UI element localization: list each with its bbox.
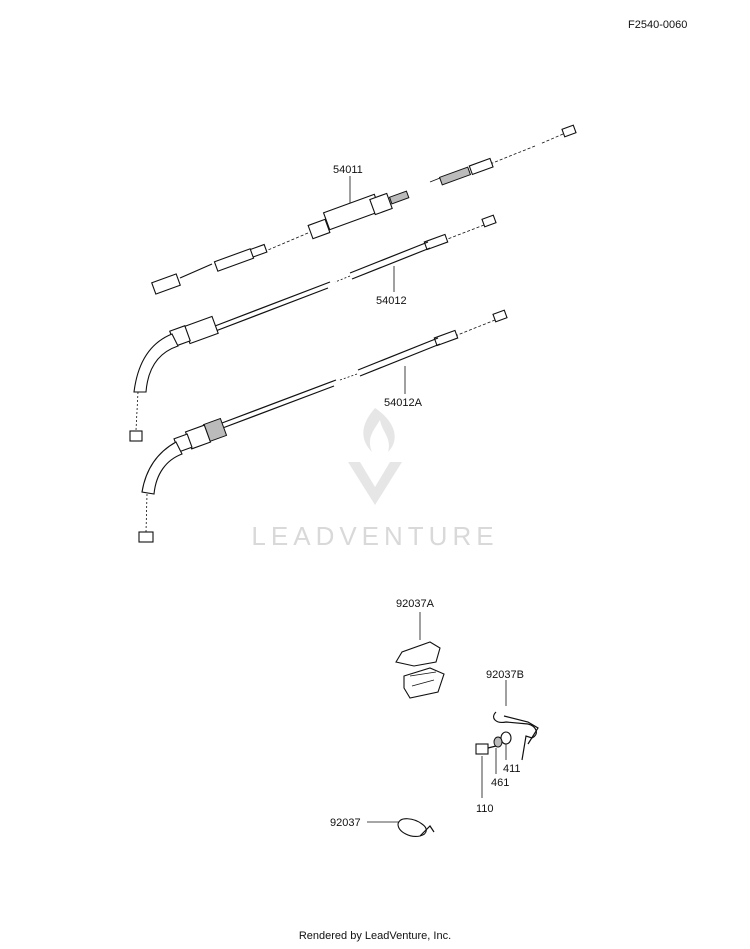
clip-92037B [493, 680, 539, 761]
cable-54012 [129, 214, 497, 442]
label-411: 411 [503, 763, 521, 775]
label-54012: 54012 [376, 295, 407, 307]
diagram-code: F2540-0060 [628, 19, 687, 31]
label-92037: 92037 [330, 817, 361, 829]
watermark-text: LEADVENTURE [251, 521, 498, 551]
label-92037B: 92037B [486, 669, 524, 681]
footer-credit: Rendered by LeadVenture, Inc. [298, 930, 452, 942]
watermark-logo-icon [348, 408, 402, 505]
clamp-92037A [395, 612, 445, 699]
cable-54012A [138, 309, 508, 543]
label-54011: 54011 [333, 164, 363, 176]
label-110: 110 [476, 803, 494, 815]
label-92037A: 92037A [396, 598, 435, 610]
cable-54011 [151, 124, 577, 295]
label-461: 461 [491, 777, 509, 789]
label-54012A: 54012A [384, 397, 423, 409]
clamp-92037 [367, 818, 435, 837]
hardware-group [475, 731, 512, 798]
